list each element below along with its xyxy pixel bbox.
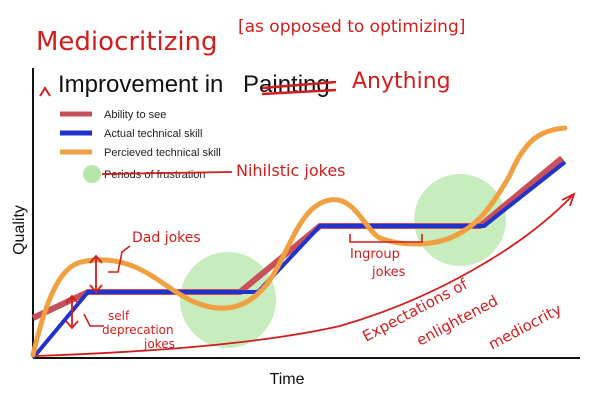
self-deprecation-line-3: jokes: [143, 337, 175, 351]
legend-label-perceived: Percieved technical skill: [104, 147, 221, 159]
insert-caret-mark: [39, 86, 51, 97]
title-replacement-annotation: Anything: [352, 69, 451, 94]
dad-jokes-annotation: Dad jokes: [132, 230, 201, 246]
periods-strikethrough: [101, 171, 233, 175]
nihilistic-jokes-annotation: Nihilstic jokes: [236, 161, 346, 180]
ingroup-bracket: [349, 234, 423, 243]
ingroup-jokes-line-2: jokes: [371, 265, 406, 280]
self-deprecation-line-2: deprecation: [102, 323, 174, 337]
self-deprecation-line-1: self: [108, 309, 130, 323]
strikethrough-scribble: [261, 80, 337, 96]
header-main-annotation: Mediocritizing: [36, 27, 218, 57]
ingroup-jokes-line-1: Ingroup: [350, 247, 400, 262]
series-actual-line: [31, 160, 567, 360]
legend-label-ability: Ability to see: [104, 109, 166, 121]
legend-label-actual: Actual technical skill: [104, 128, 202, 140]
dad-jokes-leader: [108, 245, 131, 273]
chart-title-prefix: Improvement in: [58, 71, 223, 98]
dad-jokes-arrow: [89, 254, 103, 294]
self-deprecation-leader: [83, 313, 104, 327]
legend-swatch-periods: [83, 165, 101, 183]
expectations-curve: [35, 195, 573, 357]
self-deprecation-arrow: [65, 294, 79, 330]
y-axis-label: Quality: [11, 205, 28, 255]
series-perceived-line: [30, 125, 568, 358]
header-note-annotation: [as opposed to optimizing]: [238, 17, 465, 37]
legend-label-periods: Periods of frustration: [104, 169, 206, 181]
x-axis-label: Time: [270, 371, 305, 388]
frustration-period-1: [180, 252, 276, 348]
expectations-arrowhead: [561, 192, 576, 207]
